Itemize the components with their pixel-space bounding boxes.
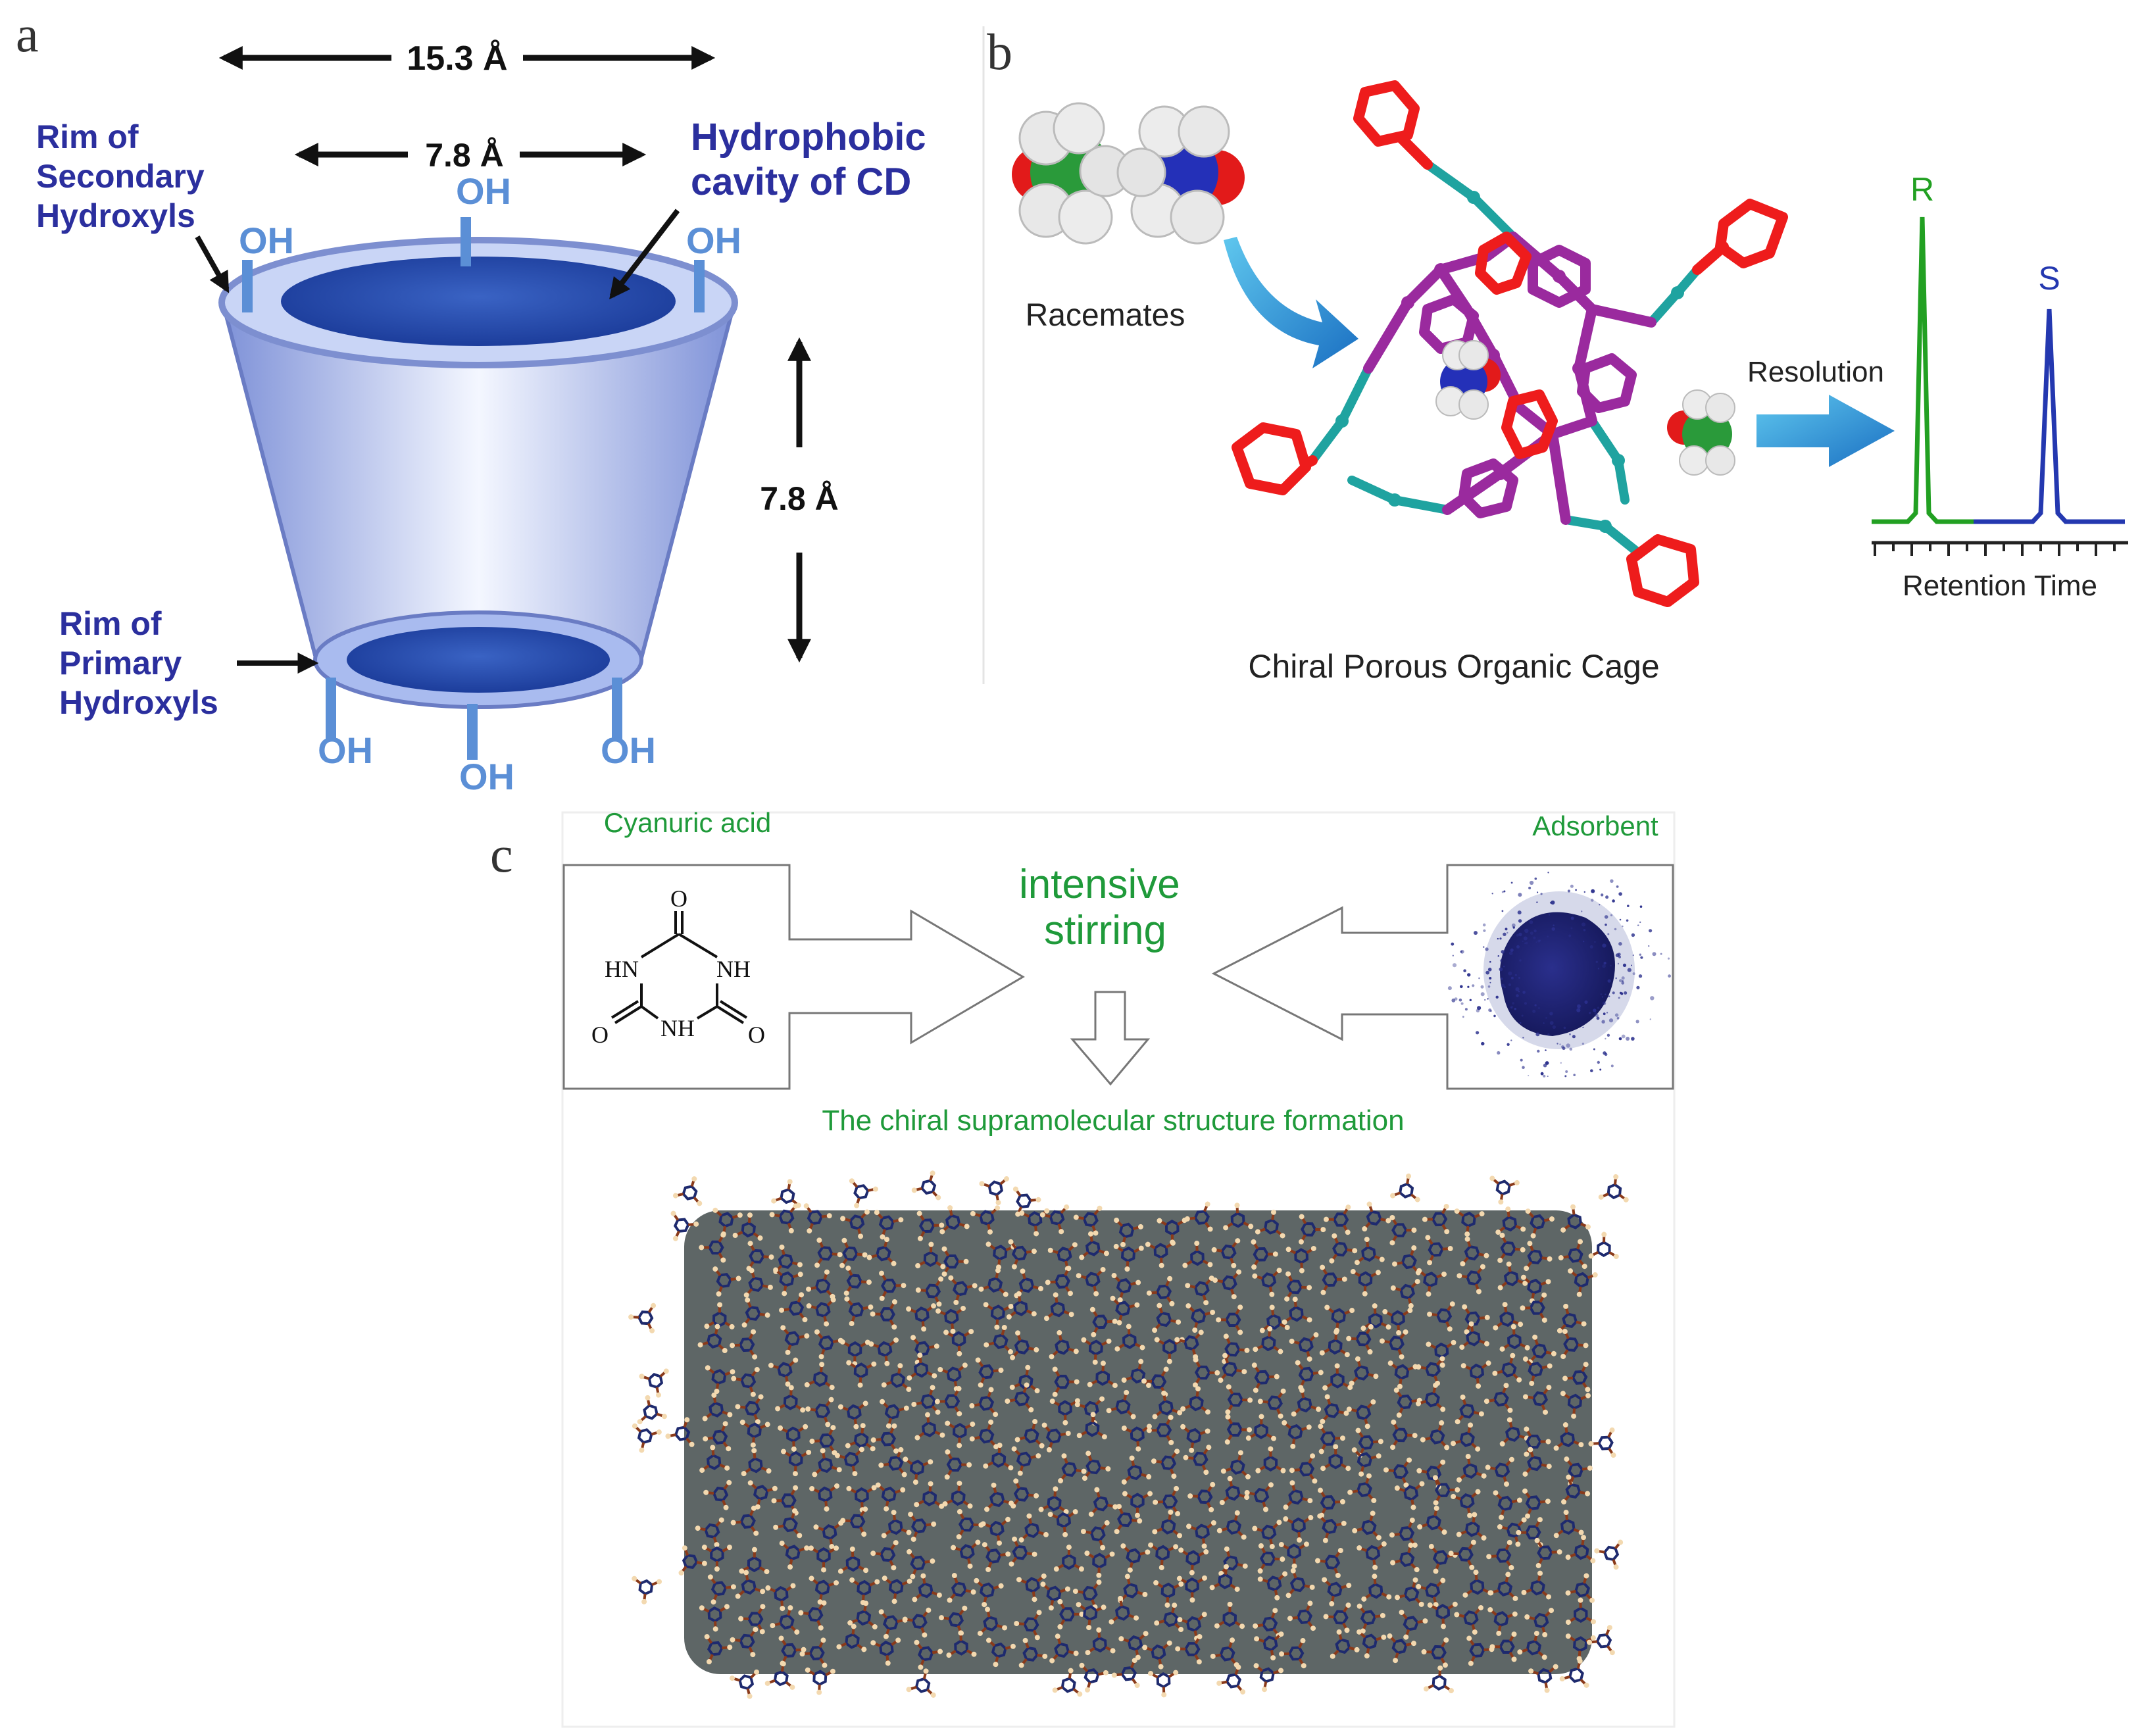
panel-a: a 15.3 Å 7.8 Å OH OH OH OH OH OH 7.8 Å xyxy=(16,5,937,797)
retention-time-label: Retention Time xyxy=(1903,570,2097,602)
oh-bottom-center: OH xyxy=(459,756,514,797)
racemates-label: Racemates xyxy=(1026,298,1185,333)
oh-bottom-right: OH xyxy=(601,730,656,771)
formation-label: The chiral supramolecular structure form… xyxy=(822,1104,1404,1137)
racemate-molecule-blue xyxy=(1116,105,1245,245)
rim-secondary-label: Rim of Secondary Hydroxyls xyxy=(36,118,214,234)
entry-arrow xyxy=(1224,237,1358,368)
panel-b-label: b xyxy=(987,23,1012,80)
adsorbent-label: Adsorbent xyxy=(1532,810,1658,841)
svg-text:O: O xyxy=(748,1022,765,1048)
rim-primary-label: Rim of Primary Hydroxyls xyxy=(59,605,218,721)
svg-text:O: O xyxy=(591,1022,609,1048)
supramolecular-structure xyxy=(628,1170,1629,1699)
chromatogram: R S Retention Time xyxy=(1872,171,2128,602)
rim-secondary-pointer xyxy=(195,236,230,293)
intensive-stirring-label: intensive stirring xyxy=(1019,862,1191,953)
cyanuric-acid-structure xyxy=(610,911,748,1024)
oh-top-right: OH xyxy=(686,220,741,261)
svg-text:HN: HN xyxy=(605,956,639,982)
adsorbent-powder xyxy=(1447,872,1672,1078)
peak-s xyxy=(1974,309,2125,524)
cyanuric-acid-label: Cyanuric acid xyxy=(604,807,771,838)
svg-text:NH: NH xyxy=(716,956,751,982)
peak-r-label: R xyxy=(1910,171,1934,208)
svg-text:NH: NH xyxy=(660,1015,695,1041)
cavity-width-label: 7.8 Å xyxy=(425,137,504,174)
peak-s-label: S xyxy=(2038,260,2060,297)
panel-b: b Racemates xyxy=(987,23,2128,685)
cage-label: Chiral Porous Organic Cage xyxy=(1248,648,1659,685)
oh-bottom-left: OH xyxy=(318,730,373,771)
primary-rim-cavity xyxy=(347,627,610,693)
hydrophobic-cavity-label: Hydrophobic cavity of CD xyxy=(691,116,937,203)
svg-text:O: O xyxy=(670,885,687,912)
height-label: 7.8 Å xyxy=(760,480,839,517)
guest-molecule-outside xyxy=(1667,389,1735,476)
top-width-label: 15.3 Å xyxy=(407,39,507,78)
adsorbed-molecules xyxy=(628,1170,1629,1699)
guest-molecule-inside xyxy=(1435,340,1501,420)
cyanuric-atoms: O HN NH NH O O xyxy=(591,885,765,1048)
resolution-label: Resolution xyxy=(1747,356,1884,388)
peak-r xyxy=(1872,216,1974,524)
panel-c: c Cyanuric acid Adsorbent O HN NH NH xyxy=(490,807,1676,1728)
oh-top-left: OH xyxy=(239,220,294,261)
panel-a-label: a xyxy=(16,5,39,62)
racemate-molecule-green xyxy=(1012,102,1132,245)
resolution-arrow xyxy=(1756,395,1895,467)
cavity-pointer xyxy=(609,209,680,300)
down-arrow xyxy=(1070,991,1151,1086)
hydrophobic-cavity xyxy=(281,257,676,346)
oh-top-center: OH xyxy=(456,170,511,212)
cyanuric-acid-box xyxy=(562,864,1025,1090)
panel-c-label: c xyxy=(490,826,513,883)
